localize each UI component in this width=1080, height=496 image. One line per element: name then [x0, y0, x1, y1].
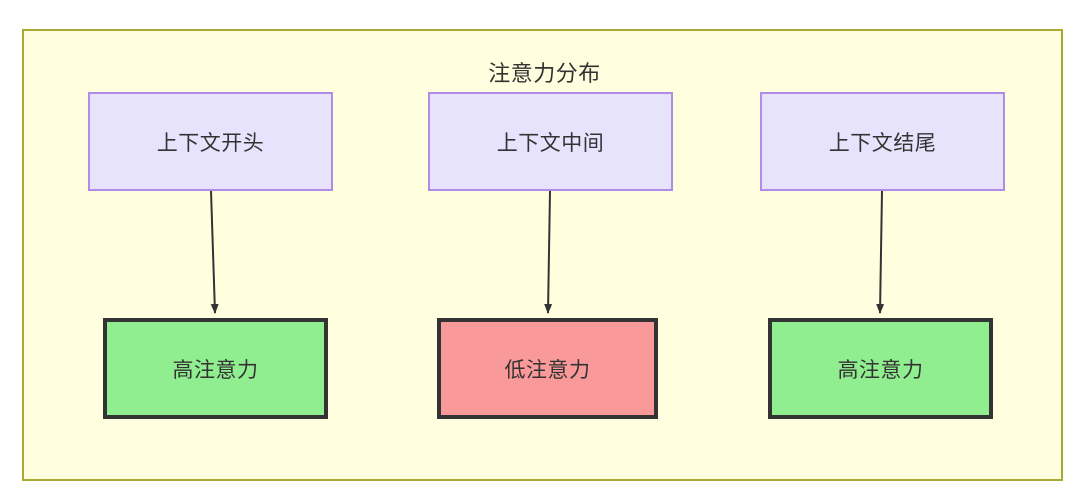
node-label: 高注意力 [172, 358, 259, 382]
node-label: 上下文开头 [156, 131, 265, 155]
node-context-start[interactable]: 上下文开头 [88, 92, 333, 191]
node-context-middle[interactable]: 上下文中间 [428, 92, 673, 191]
node-label: 低注意力 [504, 358, 591, 382]
node-context-end[interactable]: 上下文结尾 [760, 92, 1005, 191]
node-label: 高注意力 [837, 358, 924, 382]
subgraph-title: 注意力分布 [488, 61, 601, 86]
node-label: 上下文结尾 [828, 131, 937, 155]
node-attention-low-middle[interactable]: 低注意力 [437, 318, 658, 419]
node-attention-high-start[interactable]: 高注意力 [103, 318, 328, 419]
node-label: 上下文中间 [496, 131, 605, 155]
node-attention-high-end[interactable]: 高注意力 [768, 318, 993, 419]
